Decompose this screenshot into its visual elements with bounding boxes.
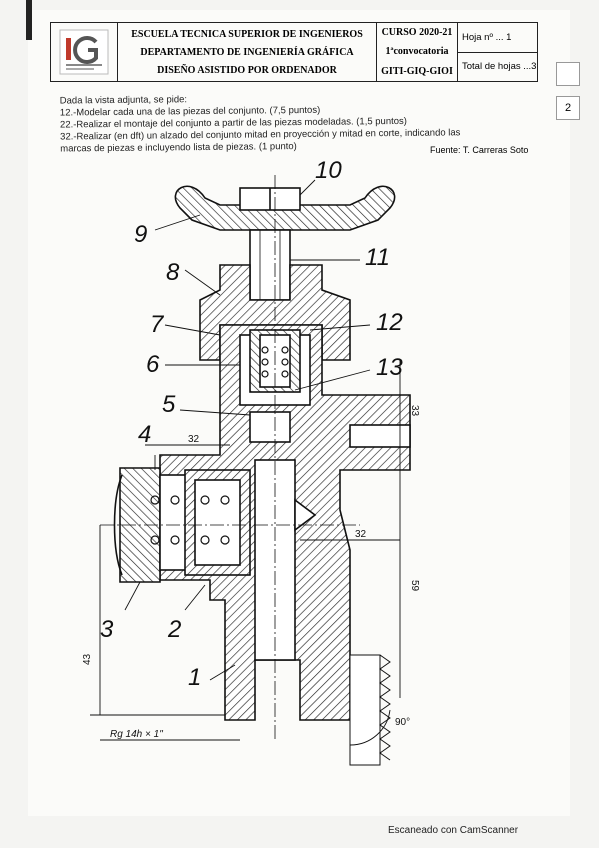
sheet-total: Total de hojas ...3 bbox=[462, 61, 537, 73]
part-label-8: 8 bbox=[166, 259, 180, 286]
part-label-6: 6 bbox=[146, 351, 160, 378]
part-label-10: 10 bbox=[315, 157, 342, 184]
side-tab-1 bbox=[556, 62, 580, 86]
dimension-33: 33 bbox=[409, 405, 420, 417]
thread-spec: Rg 14h × 1" bbox=[110, 729, 163, 740]
part-label-3: 3 bbox=[100, 616, 114, 643]
part-label-4: 4 bbox=[138, 421, 151, 448]
school-logo bbox=[51, 23, 118, 81]
subject-name: DISEÑO ASISTIDO POR ORDENADOR bbox=[157, 64, 337, 76]
source-credit: Fuente: T. Carreras Soto bbox=[430, 145, 529, 155]
dimension-32-top: 32 bbox=[188, 434, 200, 445]
school-name: ESCUELA TECNICA SUPERIOR DE INGENIEROS bbox=[131, 28, 363, 40]
sheet-number: Hoja nº ... 1 bbox=[458, 23, 537, 53]
dimension-90-degrees: 90° bbox=[395, 717, 410, 728]
dimension-43: 43 bbox=[82, 653, 93, 665]
course-year: CURSO 2020-21 bbox=[381, 27, 453, 39]
part-label-2: 2 bbox=[167, 616, 181, 643]
part-label-1: 1 bbox=[188, 664, 201, 691]
course-cell: CURSO 2020-21 1ªconvocatoria GITI-GIQ-GI… bbox=[377, 23, 458, 81]
part-label-11: 11 bbox=[365, 244, 390, 271]
part-label-12: 12 bbox=[376, 309, 403, 336]
degree-codes: GITI-GIQ-GIOI bbox=[381, 65, 453, 77]
department-name: DEPARTAMENTO DE INGENIERÍA GRÁFICA bbox=[140, 46, 354, 58]
side-tab-2: 2 bbox=[556, 96, 580, 120]
scanner-watermark: Escaneado con CamScanner bbox=[388, 825, 519, 836]
valve-assembly-drawing: 1 2 3 4 5 6 7 8 9 10 11 12 13 32 32 33 5… bbox=[82, 157, 420, 766]
dimension-32-right: 32 bbox=[355, 529, 367, 540]
part-label-9: 9 bbox=[134, 221, 147, 248]
part-label-5: 5 bbox=[162, 391, 176, 418]
part-label-13: 13 bbox=[376, 354, 403, 381]
dimension-59: 59 bbox=[409, 580, 420, 592]
scan-edge bbox=[26, 0, 32, 40]
part-label-7: 7 bbox=[150, 311, 165, 338]
sheet-cell: Hoja nº ... 1 Total de hojas ...3 bbox=[458, 23, 537, 81]
exam-call: 1ªconvocatoria bbox=[385, 46, 449, 58]
title-cell: ESCUELA TECNICA SUPERIOR DE INGENIEROS D… bbox=[118, 23, 377, 81]
title-block: ESCUELA TECNICA SUPERIOR DE INGENIEROS D… bbox=[50, 22, 538, 82]
